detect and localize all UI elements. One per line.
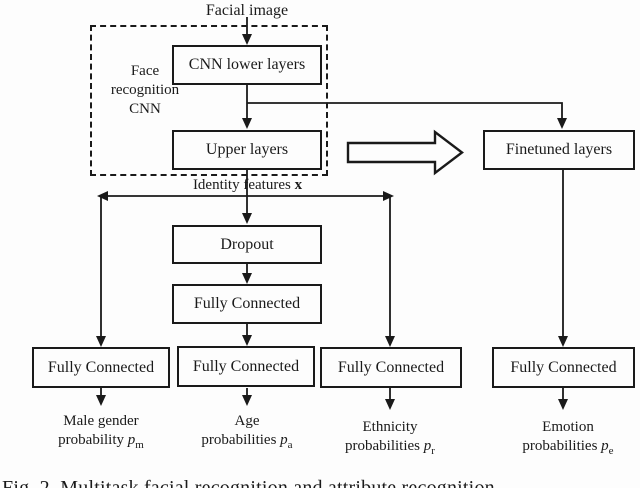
- output-line1: Ethnicity: [362, 419, 418, 435]
- face-recognition-cnn-group: [90, 25, 328, 176]
- fully-connected-emotion-box: Fully Connected: [492, 347, 635, 388]
- output-symbol: p: [127, 432, 136, 448]
- output-subscript: r: [431, 445, 435, 457]
- identity-features-label: Identity features x: [160, 176, 335, 195]
- ethnicity-output-label: Ethnicity probabilities pr: [327, 418, 453, 457]
- output-symbol: p: [280, 432, 288, 448]
- upper-layers-box: Upper layers: [172, 130, 322, 170]
- fully-connected-age-box: Fully Connected: [177, 346, 315, 387]
- output-symbol: p: [601, 438, 609, 454]
- dropout-box: Dropout: [172, 225, 322, 264]
- output-symbol: p: [423, 438, 432, 454]
- output-line2: probabilities: [201, 432, 277, 448]
- identity-features-symbol: x: [294, 177, 303, 193]
- output-subscript: e: [608, 445, 614, 457]
- finetuned-layers-box: Finetuned layers: [483, 130, 635, 170]
- output-subscript: a: [287, 439, 293, 451]
- transfer-block-arrow: [346, 129, 464, 176]
- face-cnn-label-line2: recognition: [110, 82, 180, 98]
- figure-caption: Fig. 2. Multitask facial recognition and…: [2, 477, 495, 488]
- output-subscript: m: [135, 439, 144, 451]
- output-line2: probabilities: [345, 438, 421, 454]
- face-cnn-label-line3: CNN: [129, 101, 161, 117]
- male-gender-output-label: Male gender probability pm: [38, 412, 164, 451]
- output-line1: Age: [234, 413, 260, 429]
- emotion-output-label: Emotion probabilities pe: [505, 418, 631, 457]
- age-output-label: Age probabilities pa: [184, 412, 310, 451]
- output-line2: probabilities: [522, 438, 598, 454]
- face-cnn-label-line1: Face: [130, 63, 160, 79]
- output-line1: Male gender: [63, 413, 139, 429]
- output-line1: Emotion: [542, 419, 594, 435]
- identity-features-text: Identity features: [192, 177, 291, 193]
- fully-connected-mid-box: Fully Connected: [172, 284, 322, 324]
- cnn-lower-layers-box: CNN lower layers: [172, 45, 322, 85]
- output-line2: probability: [58, 432, 124, 448]
- facial-image-label: Facial image: [205, 2, 289, 19]
- fully-connected-gender-box: Fully Connected: [32, 347, 170, 388]
- fully-connected-ethnicity-box: Fully Connected: [320, 347, 462, 388]
- face-recognition-cnn-label: Face recognition CNN: [100, 62, 190, 119]
